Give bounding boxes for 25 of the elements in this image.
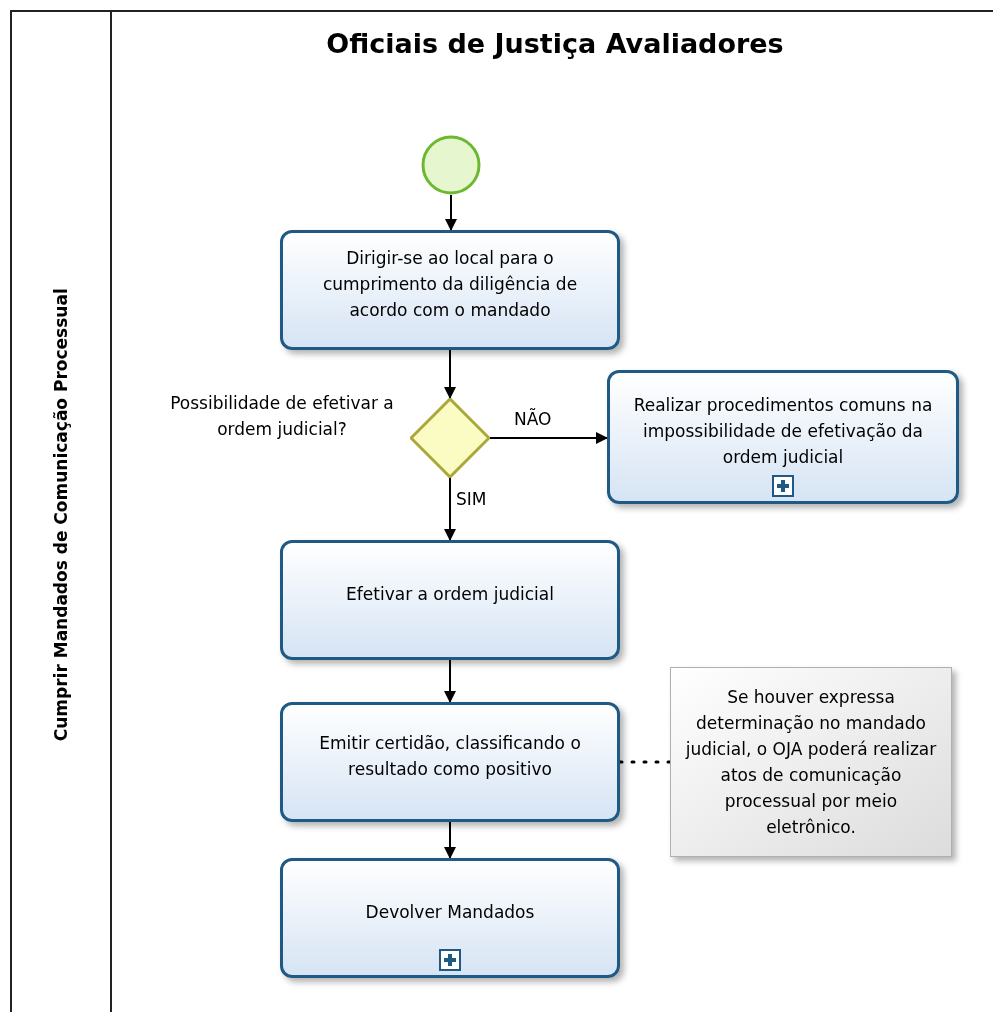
arrow	[489, 432, 608, 444]
decision-diamond	[410, 398, 490, 478]
annotation-note	[670, 667, 952, 857]
start-event-circle	[421, 135, 481, 195]
task-box	[280, 230, 620, 350]
task-box	[607, 370, 959, 504]
arrow	[444, 349, 456, 399]
task-box	[280, 702, 620, 822]
arrow	[444, 821, 456, 859]
task-label: Realizar procedimentos comuns na impossibilidade de efetivação da ordem judicial	[632, 394, 934, 469]
gateway-question: Possibilidade de efetivar a ordem judicial?	[169, 392, 395, 441]
association-line	[618, 760, 672, 764]
lane-label: Cumprir Mandados de Comunicação Processual	[49, 288, 72, 742]
task-label: Dirigir-se ao local para o cumprimento da diligência de acordo com o mandado	[321, 247, 579, 322]
task-label: Emitir certidão, classificando o resultado como positivo	[318, 732, 582, 781]
task-label: Devolver Mandados	[365, 901, 535, 924]
arrow	[444, 477, 456, 541]
arrow	[445, 194, 457, 231]
swimlane	[10, 10, 993, 1012]
task-box	[280, 540, 620, 660]
pool-title: Oficiais de Justiça Avaliadores	[325, 27, 785, 61]
task-box	[280, 858, 620, 978]
task-label: Efetivar a ordem judicial	[346, 583, 554, 606]
annotation-text: Se houver expressa determinação no mandado judicial, o OJA poderá realizar atos de comunicação processual por meio eletrônico.	[684, 686, 938, 839]
arrow	[444, 659, 456, 703]
